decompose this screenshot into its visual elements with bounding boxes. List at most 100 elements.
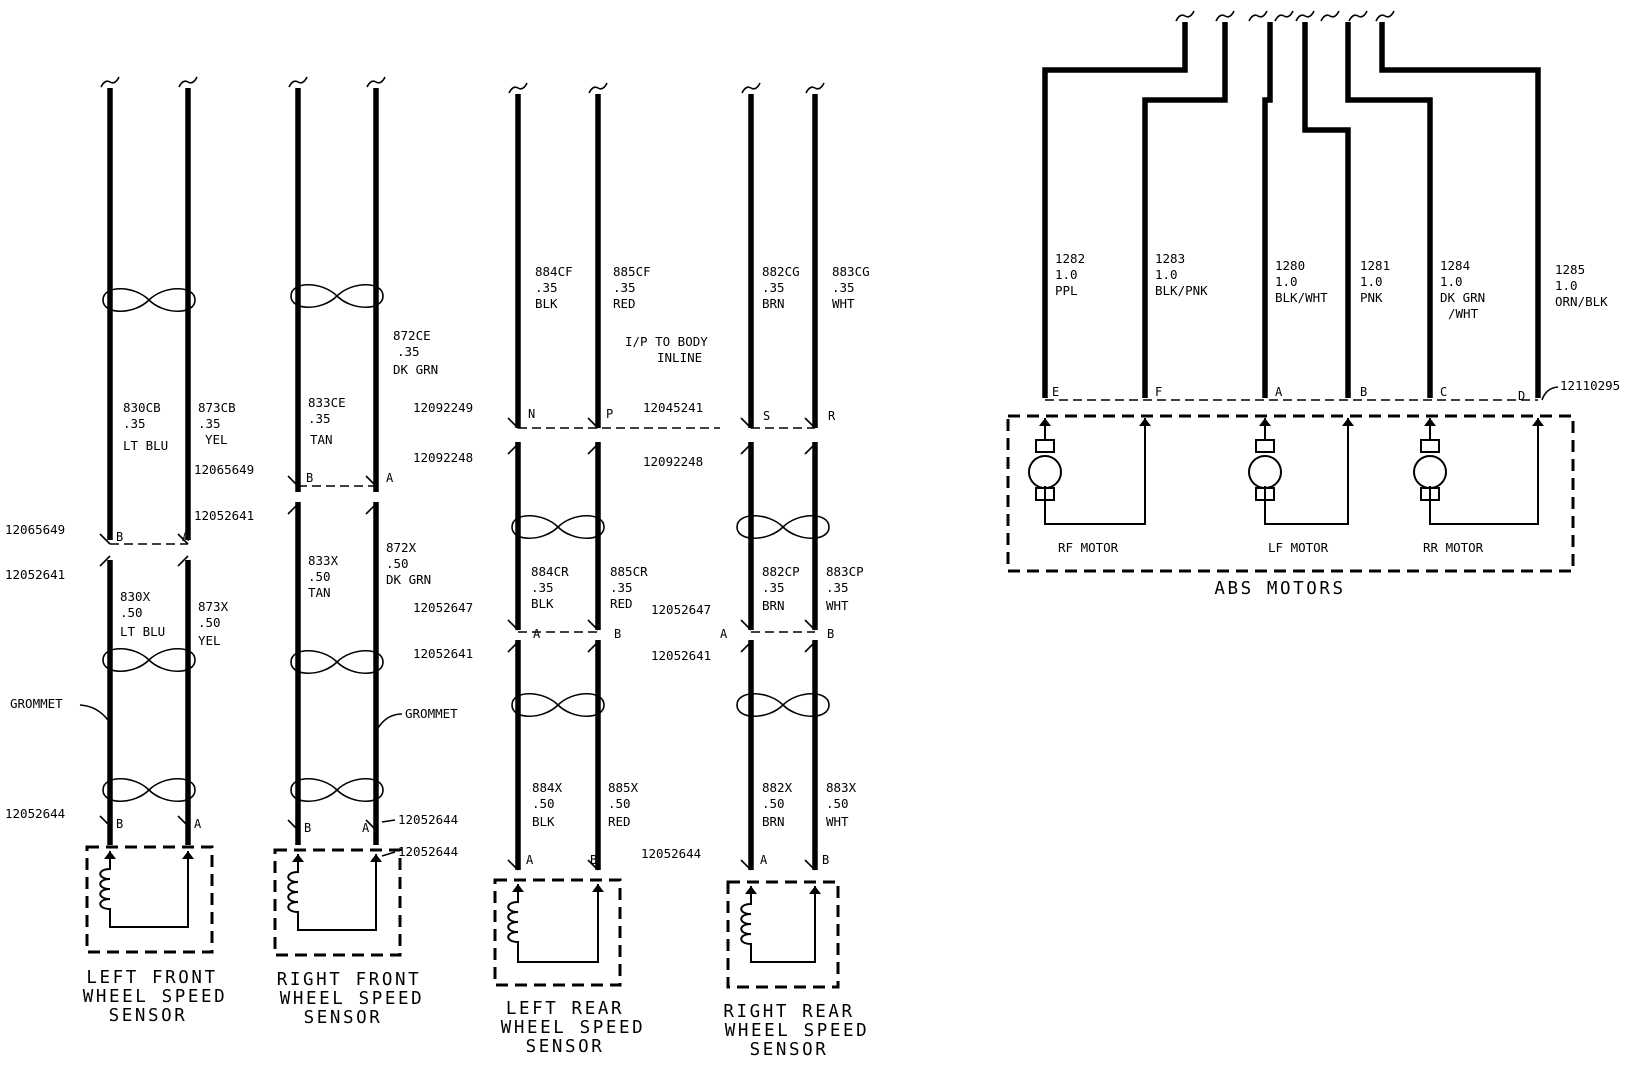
wire-label: 872CE — [393, 328, 431, 343]
wire-label: 1283 — [1155, 251, 1185, 266]
sensor-title: RIGHT REAR — [723, 1002, 854, 1022]
wire-label: WHT — [826, 814, 849, 829]
connector-number: 12065649 — [194, 462, 254, 477]
sensor-housing — [273, 848, 402, 957]
wire-label: 1.0 — [1155, 267, 1178, 282]
pin-label: B — [822, 853, 829, 867]
wire-label: 1282 — [1055, 251, 1085, 266]
wire-label: PPL — [1055, 283, 1078, 298]
connector-number: 12092249 — [413, 400, 473, 415]
arrow-icon — [1424, 418, 1544, 426]
pin-label: E — [1052, 385, 1059, 399]
left-front-sensor-circuit: 830CB .35 LT BLU 873CB .35 YEL 830X .50 … — [5, 76, 236, 1026]
wire-label: RED — [613, 296, 636, 311]
pin-label: R — [828, 409, 836, 423]
wire-label: .35 — [610, 580, 633, 595]
connector-number: 12052641 — [413, 646, 473, 661]
wire-1282 — [1042, 22, 1188, 398]
pin-label: A — [533, 627, 541, 641]
pin-label: B — [614, 627, 621, 641]
wire-label: 885CR — [610, 564, 648, 579]
pin-label: A — [1275, 385, 1283, 399]
wire-label: LT BLU — [120, 624, 165, 639]
arrow-icon — [1039, 418, 1151, 426]
motor-brush-icon — [1035, 487, 1055, 501]
pin-label: B — [306, 471, 313, 485]
inline-label: INLINE — [657, 350, 702, 365]
pin-label: A — [760, 853, 768, 867]
connector-number: 12052644 — [398, 812, 458, 827]
wire-label: .50 — [532, 796, 555, 811]
sensor-title: SENSOR — [304, 1008, 383, 1028]
wire-label: .50 — [198, 615, 221, 630]
twisted-pair-symbol — [102, 777, 196, 803]
sensor-title: WHEEL SPEED — [725, 1021, 870, 1041]
break-symbol — [1375, 10, 1395, 22]
wire-label: 882X — [762, 780, 793, 795]
wire-label: .35 — [123, 416, 146, 431]
wire-label: DK GRN — [393, 362, 438, 377]
sensor-title: SENSOR — [526, 1037, 605, 1057]
wire-label: 885CF — [613, 264, 651, 279]
twisted-pair-symbol — [290, 649, 384, 675]
wire-label: 1280 — [1275, 258, 1305, 273]
wire-label: 1.0 — [1555, 278, 1578, 293]
leader-line — [381, 851, 396, 857]
wire-label: DK GRN — [1440, 290, 1485, 305]
rf-motor-icon — [1028, 455, 1062, 489]
twisted-pair-symbol — [511, 514, 605, 540]
break-symbol — [1215, 10, 1235, 22]
connector-number: 12092248 — [643, 454, 703, 469]
sensor-title: SENSOR — [750, 1040, 829, 1060]
pin-label: P — [606, 407, 613, 421]
pin-label: A — [362, 821, 370, 835]
wire-label: BRN — [762, 296, 785, 311]
wire-label: TAN — [308, 585, 331, 600]
sensor-housing — [85, 845, 214, 954]
twisted-pair-symbol — [290, 283, 384, 309]
sensor-title: WHEEL SPEED — [280, 989, 425, 1009]
left-rear-sensor-circuit: 884CF .35 BLK 885CF .35 RED I/P TO BODY … — [413, 82, 720, 1057]
motor-brush-icon — [1420, 487, 1440, 501]
motor-brush-icon — [1420, 439, 1440, 453]
wire-label: BLK — [532, 814, 555, 829]
wire-label: YEL — [198, 633, 221, 648]
wire-label: 873CB — [198, 400, 236, 415]
pin-label: F — [1155, 385, 1162, 399]
wire-label: 1284 — [1440, 258, 1470, 273]
wire-label: .35 — [832, 280, 855, 295]
wire-label: 884CF — [535, 264, 573, 279]
wire-label: .50 — [308, 569, 331, 584]
sensor-coil-icon — [99, 851, 189, 928]
wire-label: BLK/WHT — [1275, 290, 1328, 305]
motor-label: RF MOTOR — [1058, 540, 1119, 555]
pin-label: B — [116, 817, 123, 831]
pin-label: B — [304, 821, 311, 835]
sensor-title: WHEEL SPEED — [83, 987, 228, 1007]
sensor-title: SENSOR — [109, 1006, 188, 1026]
motor-brush-icon — [1255, 487, 1275, 501]
arrow-icon — [104, 851, 194, 859]
grommet-label: GROMMET — [10, 696, 63, 711]
motor-label: LF MOTOR — [1268, 540, 1329, 555]
wire-label: DK GRN — [386, 572, 431, 587]
connector-number: 12052641 — [5, 567, 65, 582]
break-symbol — [366, 76, 386, 88]
wire-label: TAN — [310, 432, 333, 447]
sensor-title: LEFT REAR — [506, 999, 624, 1019]
break-symbol — [1175, 10, 1195, 22]
wire-label: .50 — [608, 796, 631, 811]
pin-label: B — [1360, 385, 1367, 399]
wire-label: 1.0 — [1275, 274, 1298, 289]
sensor-title: LEFT FRONT — [86, 968, 217, 988]
pin-label: S — [763, 409, 770, 423]
wire-label: 884X — [532, 780, 563, 795]
wire-1280 — [1262, 22, 1273, 398]
motor-brush-icon — [1035, 439, 1055, 453]
wire-label: 1.0 — [1440, 274, 1463, 289]
wire-label: /WHT — [1448, 306, 1479, 321]
twisted-pair-symbol — [290, 777, 384, 803]
wire-label: BLK/PNK — [1155, 283, 1208, 298]
arrow-icon — [512, 884, 604, 892]
break-symbol — [1320, 10, 1340, 22]
